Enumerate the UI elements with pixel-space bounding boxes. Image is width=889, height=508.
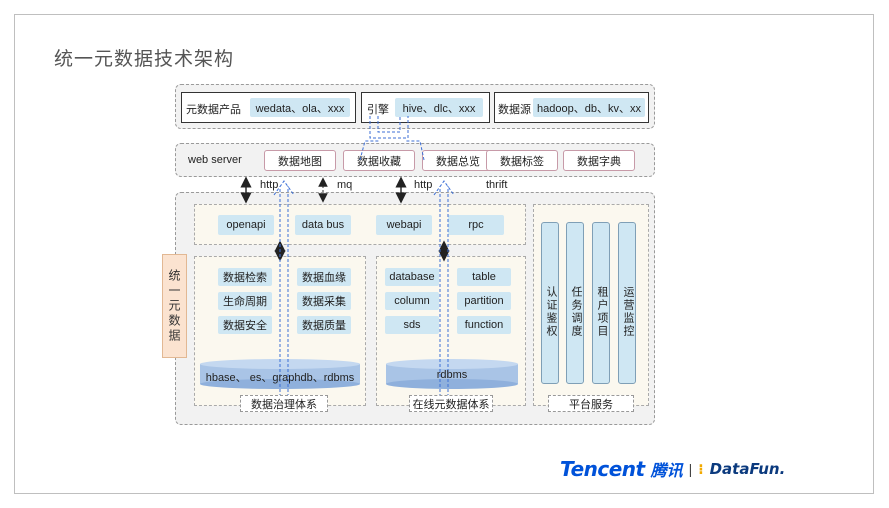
online-item-sds: sds [385, 316, 439, 334]
online-caption: 在线元数据体系 [409, 395, 493, 412]
platform-caption: 平台服务 [548, 395, 634, 412]
tag-data-labels: 数据标签 [486, 150, 558, 171]
online-item-table: table [457, 268, 511, 286]
slide-frame [14, 14, 874, 494]
flow-online-up [439, 186, 449, 397]
product-label: 元数据产品 [186, 104, 241, 116]
flow-governance-head [273, 180, 295, 196]
governance-item-quality: 数据质量 [297, 316, 351, 334]
platform-col-auth: 认证鉴权 [541, 222, 559, 384]
tag-data-map: 数据地图 [264, 150, 336, 171]
tencent-logo: Tencent [560, 457, 645, 481]
governance-item-security: 数据安全 [218, 316, 272, 334]
slide-title: 统一元数据技术架构 [54, 49, 235, 70]
engine-label: 引擎 [367, 104, 389, 116]
product-value: wedata、ola、xxx [250, 98, 350, 117]
source-box: 数据源 hadoop、db、kv、xx [494, 92, 649, 123]
datafun-logo: DataFun. [709, 460, 786, 478]
unified-metadata-label: 统一元数据 [162, 254, 187, 358]
protocol-thrift: thrift [486, 179, 508, 191]
platform-col-monitoring: 运营监控 [618, 222, 636, 384]
governance-item-collection: 数据采集 [297, 292, 351, 310]
api-webapi: webapi [376, 215, 432, 235]
governance-item-lineage: 数据血缘 [297, 268, 351, 286]
source-value: hadoop、db、kv、xx [533, 98, 645, 117]
web-server-label: web server [188, 154, 242, 166]
online-item-database: database [385, 268, 439, 286]
api-openapi: openapi [218, 215, 274, 235]
protocol-http-left: http [260, 179, 279, 191]
brand-logos: Tencent 腾讯 | ⁝ DataFun. [560, 455, 785, 483]
online-item-column: column [385, 292, 439, 310]
tag-data-overview: 数据总览 [422, 150, 494, 171]
governance-caption: 数据治理体系 [240, 395, 328, 412]
protocol-mq: mq [337, 179, 353, 191]
governance-item-search: 数据检索 [218, 268, 272, 286]
online-item-partition: partition [457, 292, 511, 310]
api-data-bus: data bus [295, 215, 351, 235]
flow-online-head [433, 180, 455, 196]
governance-item-lifecycle: 生命周期 [218, 292, 272, 310]
platform-col-scheduling: 任务调度 [566, 222, 584, 384]
datafun-dots-icon: ⁝ [698, 460, 704, 477]
engine-box: 引擎 hive、dlc、xxx [361, 92, 490, 123]
governance-storage-label: hbase、 es、graphdb、rdbms [205, 372, 355, 384]
source-label: 数据源 [498, 104, 531, 116]
flow-governance-up [279, 186, 289, 397]
api-rpc: rpc [448, 215, 504, 235]
platform-col-tenant: 租户项目 [592, 222, 610, 384]
online-item-function: function [457, 316, 511, 334]
flow-engine-loop [359, 116, 425, 161]
engine-value: hive、dlc、xxx [395, 98, 483, 117]
tag-data-dictionary: 数据字典 [563, 150, 635, 171]
logo-separator: | [688, 461, 693, 477]
tencent-cn-logo: 腾讯 [650, 461, 683, 480]
online-storage-label: rdbms [436, 369, 468, 381]
tag-data-favorites: 数据收藏 [343, 150, 415, 171]
protocol-http-right: http [414, 179, 433, 191]
online-storage-cylinder [386, 359, 518, 389]
product-box: 元数据产品 wedata、ola、xxx [181, 92, 356, 123]
